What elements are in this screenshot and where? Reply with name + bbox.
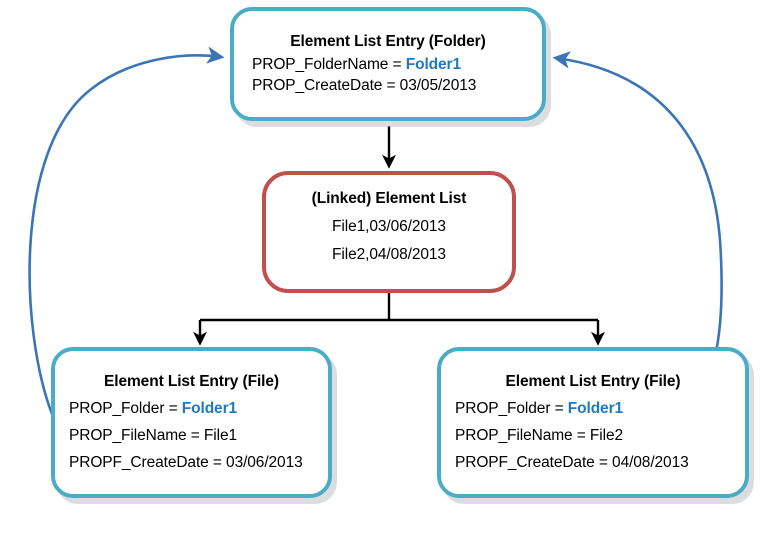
node-file2-line-folder: PROP_Folder = Folder1 <box>455 400 623 418</box>
node-file1-line-folder: PROP_Folder = Folder1 <box>69 400 237 418</box>
node-file2-folder-label: PROP_Folder = <box>455 400 568 417</box>
node-linked-element-list[interactable]: (Linked) Element List File1,03/06/2013 F… <box>262 171 516 293</box>
node-file1-folder-value: Folder1 <box>181 400 238 417</box>
node-folder-foldername-label: PROP_FolderName = <box>252 55 406 73</box>
node-linked-row-file1: File1,03/06/2013 <box>332 218 446 235</box>
edge-linked-list-to-files <box>193 293 605 346</box>
node-file1-folder-label: PROP_Folder = <box>69 400 182 417</box>
node-folder-line-createdate: PROP_CreateDate = 03/05/2013 <box>252 76 477 94</box>
node-linked-row-file2: File2,04/08/2013 <box>332 246 446 263</box>
node-file2-line-filename: PROP_FileName = File2 <box>455 427 624 444</box>
node-file1-line-filename: PROP_FileName = File1 <box>69 427 238 444</box>
node-folder-line-foldername: PROP_FolderName = Folder1 <box>252 56 461 74</box>
node-folder-foldername-value: Folder1 <box>405 55 461 73</box>
node-file2-line-createdate: PROPF_CreateDate = 04/08/2013 <box>455 454 689 471</box>
node-file1-line-createdate: PROPF_CreateDate = 03/06/2013 <box>69 454 303 471</box>
node-file2-folder-value: Folder1 <box>567 400 624 417</box>
node-element-list-entry-file2[interactable]: Element List Entry (File) PROP_Folder = … <box>437 347 749 498</box>
node-folder-title: Element List Entry (Folder) <box>290 32 486 50</box>
node-file1-title: Element List Entry (File) <box>104 373 279 390</box>
node-element-list-entry-folder[interactable]: Element List Entry (Folder) PROP_FolderN… <box>230 7 546 121</box>
node-linked-title: (Linked) Element List <box>311 190 467 207</box>
node-element-list-entry-file1[interactable]: Element List Entry (File) PROP_Folder = … <box>51 347 332 498</box>
node-file2-title: Element List Entry (File) <box>505 373 681 390</box>
